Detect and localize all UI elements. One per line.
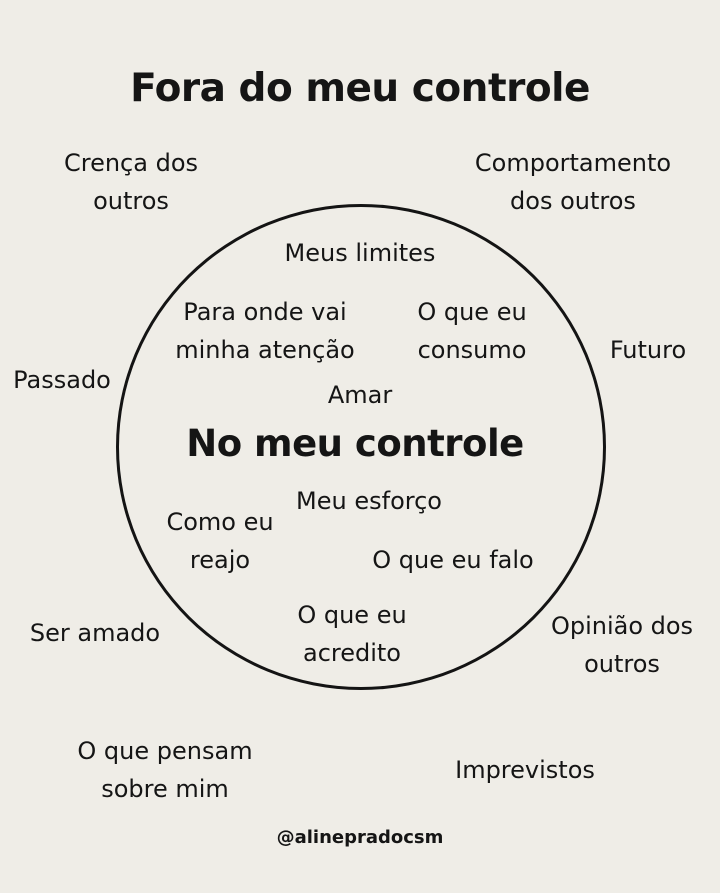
- outside-item-futuro: Futuro: [609, 336, 687, 364]
- inside-item-atencao: Para onde vai minha atenção: [175, 298, 355, 364]
- control-circle: [116, 204, 606, 690]
- inside-item-consumo: O que eu consumo: [417, 298, 527, 364]
- inside-item-amar: Amar: [327, 381, 393, 409]
- author-credit: @alinepradocsm: [276, 827, 444, 848]
- outside-item-imprevistos: Imprevistos: [455, 756, 595, 784]
- outside-item-comportamento: Comportamento dos outros: [474, 149, 672, 215]
- outside-item-pensam: O que pensam sobre mim: [77, 737, 253, 803]
- inner-title: No meu controle: [186, 422, 524, 465]
- outside-item-passado: Passado: [13, 366, 111, 394]
- outside-item-opiniao: Opinião dos outros: [550, 612, 694, 678]
- outside-item-ser-amado: Ser amado: [29, 619, 161, 647]
- inside-item-reajo: Como eu reajo: [166, 508, 274, 574]
- inside-item-acredito: O que eu acredito: [297, 601, 407, 667]
- inside-item-esforco: Meu esforço: [296, 487, 442, 515]
- inside-item-limites: Meus limites: [284, 239, 436, 267]
- outside-item-crenca: Crença dos outros: [63, 149, 199, 215]
- inside-item-falo: O que eu falo: [372, 546, 534, 574]
- outer-title: Fora do meu controle: [130, 66, 590, 111]
